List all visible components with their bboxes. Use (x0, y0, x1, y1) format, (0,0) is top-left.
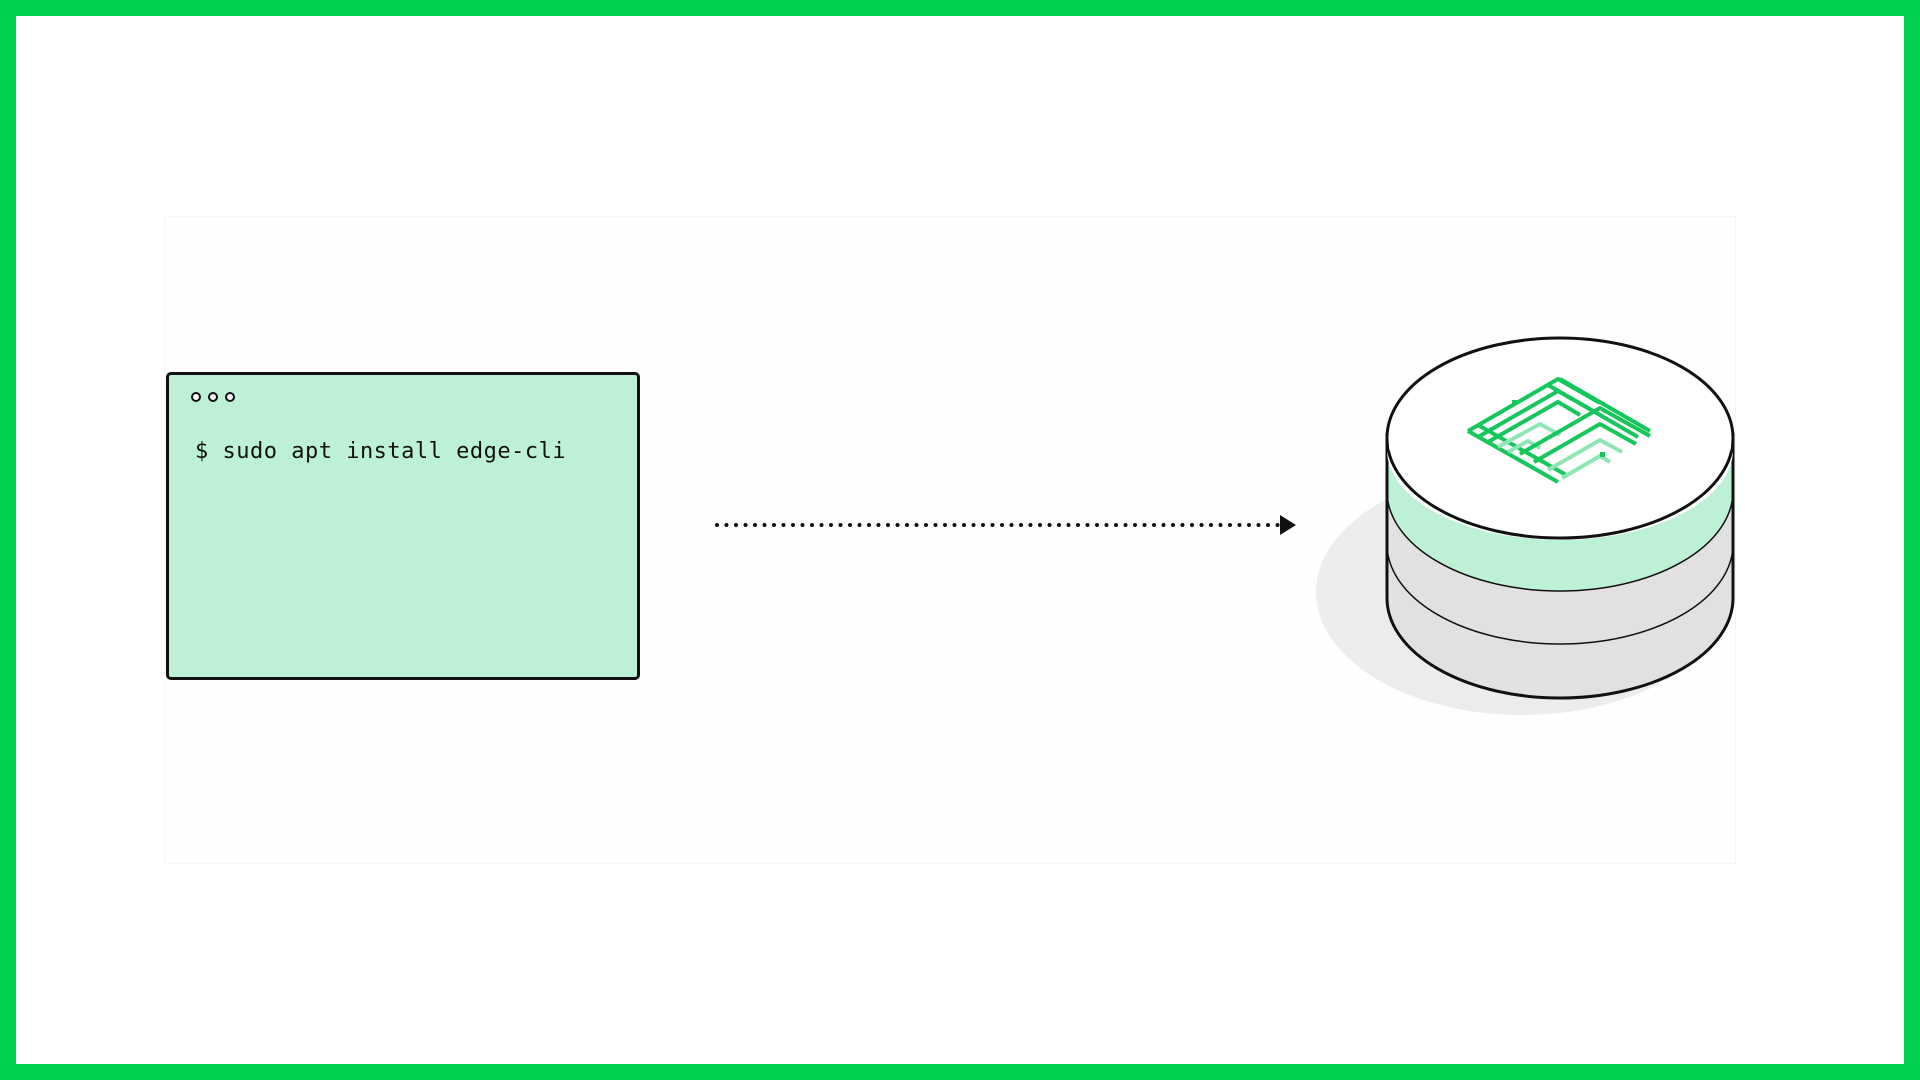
window-dot-icon (191, 392, 201, 402)
window-controls (191, 392, 235, 402)
db-outline (1385, 433, 1735, 700)
database-cylinder-icon (1316, 336, 1735, 715)
maze-logo-icon (1466, 376, 1652, 484)
terminal-command: $ sudo apt install edge-cli (195, 439, 567, 464)
window-dot-icon (225, 392, 235, 402)
dotted-arrow (715, 515, 1296, 535)
window-dot-icon (208, 392, 218, 402)
db-layer-line (1386, 543, 1734, 645)
db-top-cap (1385, 336, 1735, 540)
db-layer-line (1386, 490, 1734, 592)
terminal-window: $ sudo apt install edge-cli (166, 372, 640, 680)
arrow-head-icon (1280, 515, 1296, 535)
